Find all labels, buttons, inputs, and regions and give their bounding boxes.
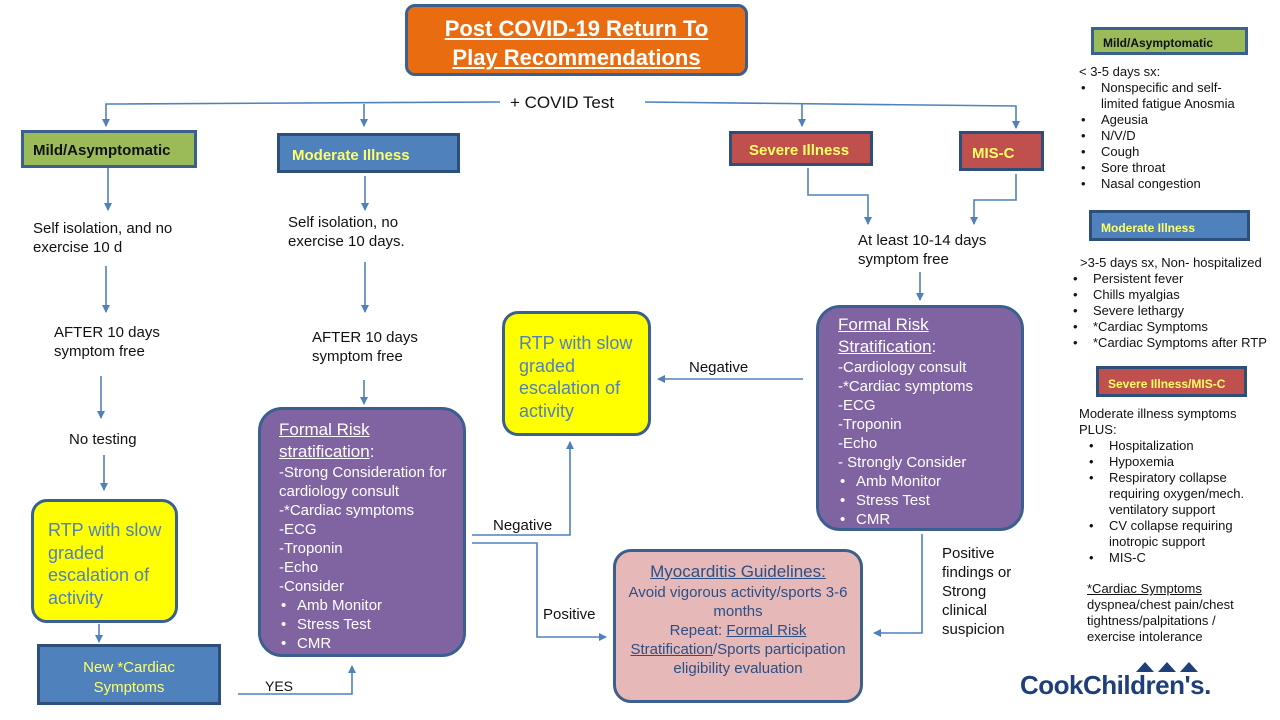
severe-risk-bullet: Stress Test (838, 491, 1017, 510)
moderate-risk-item: -ECG (279, 521, 317, 538)
severe-risk-item: -ECG (838, 397, 876, 414)
myocarditis-repeat-prefix: Repeat: (669, 622, 727, 639)
title-line-2: Play Recommendations (452, 45, 701, 70)
legend-moderate-item: Persistent fever (1071, 271, 1276, 287)
legend-severe-item: Hospitalization (1087, 438, 1259, 454)
moderate-after-text: AFTER 10 days symptom free (312, 329, 418, 365)
severe-risk-colon: : (931, 337, 937, 356)
legend-severe-item: MIS-C (1087, 550, 1259, 566)
moderate-risk-item: -*Cardiac symptoms (279, 502, 415, 519)
cook-childrens-logo: CookChildren's. (1020, 670, 1211, 700)
legend-severe-item: CV collapse requiring inotropic support (1087, 518, 1259, 550)
moderate-risk-stratification-box: Formal Risk stratification: -Strong Cons… (258, 407, 466, 657)
moderate-risk-item: -Strong Consideration for cardiology con… (279, 464, 447, 500)
moderate-risk-bullet: Stress Test (279, 615, 459, 634)
severe-category-box: Severe Illness (729, 131, 873, 166)
severe-risk-item: -Echo (838, 435, 878, 452)
legend-moderate-item: Chills myalgias (1071, 287, 1276, 303)
severe-symptom-free-text: At least 10-14 days symptom free (858, 232, 987, 268)
legend-moderate-intro: >3-5 days sx, Non- hospitalized (1080, 255, 1262, 270)
moderate-risk-colon: : (369, 442, 375, 461)
myocarditis-title: Myocarditis Guidelines: (650, 562, 826, 581)
moderate-risk-title-b: stratification (279, 442, 370, 461)
title-line-1: Post COVID-19 Return To (444, 16, 709, 41)
myocarditis-repeat-link: Formal Risk Stratification (630, 622, 807, 658)
moderate-risk-item: -Echo (279, 559, 319, 576)
severe-risk-title: Formal Risk Stratification (838, 315, 932, 356)
mild-isolation-text: Self isolation, and no exercise 10 d (33, 220, 173, 256)
legend-mild-item: Sore throat (1079, 160, 1239, 176)
severe-risk-item: -Cardiology consult (838, 359, 967, 376)
legend-severe-label: Severe Illness/MIS-C (1096, 366, 1247, 397)
legend-mild-intro: < 3-5 days sx: (1079, 64, 1161, 79)
legend-moderate-section: >3-5 days sx, Non- hospitalized Persiste… (1071, 255, 1276, 351)
page-title: Post COVID-19 Return To Play Recommendat… (405, 4, 748, 76)
covid-test-label: + COVID Test (510, 93, 615, 112)
myocarditis-repeat-suffix: /Sports participation eligibility evalua… (673, 641, 846, 677)
negative-label-right: Negative (689, 359, 749, 376)
legend-severe-section: Moderate illness symptoms PLUS: Hospital… (1079, 406, 1259, 566)
center-rtp-box: RTP with slow graded escalation of activ… (502, 311, 651, 436)
legend-cardiac-title: *Cardiac Symptoms (1087, 581, 1202, 596)
positive-label: Positive (543, 606, 596, 623)
legend-cardiac-text: dyspnea/chest pain/chest tightness/palpi… (1087, 597, 1234, 644)
legend-mild-item: Ageusia (1079, 112, 1239, 128)
legend-severe-item: Respiratory collapse requiring oxygen/me… (1087, 470, 1259, 518)
severe-risk-item: - Strongly Consider (838, 454, 967, 471)
legend-moderate-item: Severe lethargy (1071, 303, 1276, 319)
severe-risk-bullet: Amb Monitor (838, 472, 1017, 491)
legend-mild-label: Mild/Asymptomatic (1091, 27, 1248, 55)
moderate-risk-title-a: Formal Risk (279, 420, 370, 439)
legend-cardiac-section: *Cardiac Symptoms dyspnea/chest pain/che… (1087, 581, 1257, 645)
yes-label: YES (265, 678, 294, 694)
myocarditis-guidelines-box: Myocarditis Guidelines: Avoid vigorous a… (613, 549, 863, 703)
legend-mild-section: < 3-5 days sx: Nonspecific and self-limi… (1079, 64, 1239, 192)
legend-mild-item: Nasal congestion (1079, 176, 1239, 192)
severe-risk-item: -Troponin (838, 416, 902, 433)
severe-risk-bullet: CMR (838, 510, 1017, 529)
new-cardiac-symptoms-box: New *Cardiac Symptoms (37, 644, 221, 705)
negative-label-left: Negative (493, 517, 553, 534)
mild-rtp-box: RTP with slow graded escalation of activ… (31, 499, 178, 623)
misc-category-box: MIS-C (959, 131, 1044, 171)
legend-moderate-item: *Cardiac Symptoms (1071, 319, 1276, 335)
legend-mild-item: N/V/D (1079, 128, 1239, 144)
legend-moderate-item: *Cardiac Symptoms after RTP (1071, 335, 1276, 351)
legend-mild-item: Nonspecific and self-limited fatigue Ano… (1079, 80, 1239, 112)
moderate-risk-bullet: Amb Monitor (279, 596, 459, 615)
legend-severe-intro: Moderate illness symptoms PLUS: (1079, 406, 1237, 437)
no-testing-text: No testing (69, 431, 137, 448)
moderate-risk-item: -Consider (279, 578, 345, 595)
moderate-risk-item: -Troponin (279, 540, 343, 557)
positive-findings-text: Positive findings or Strong clinical sus… (942, 545, 1012, 638)
moderate-category-box: Moderate Illness (277, 133, 460, 173)
legend-mild-item: Cough (1079, 144, 1239, 160)
legend-severe-item: Hypoxemia (1087, 454, 1259, 470)
mild-after-text: AFTER 10 days symptom free (54, 324, 160, 360)
legend-moderate-label: Moderate Illness (1089, 210, 1250, 241)
logo-houses-icon (1136, 662, 1198, 672)
severe-risk-stratification-box: Formal Risk Stratification: -Cardiology … (816, 305, 1024, 531)
myocarditis-line-1: Avoid vigorous activity/sports 3-6 month… (628, 584, 848, 620)
moderate-isolation-text: Self isolation, no exercise 10 days. (288, 214, 405, 250)
mild-category-box: Mild/Asymptomatic (21, 130, 197, 168)
moderate-risk-bullet: CMR (279, 634, 459, 653)
severe-risk-item: -*Cardiac symptoms (838, 378, 974, 395)
